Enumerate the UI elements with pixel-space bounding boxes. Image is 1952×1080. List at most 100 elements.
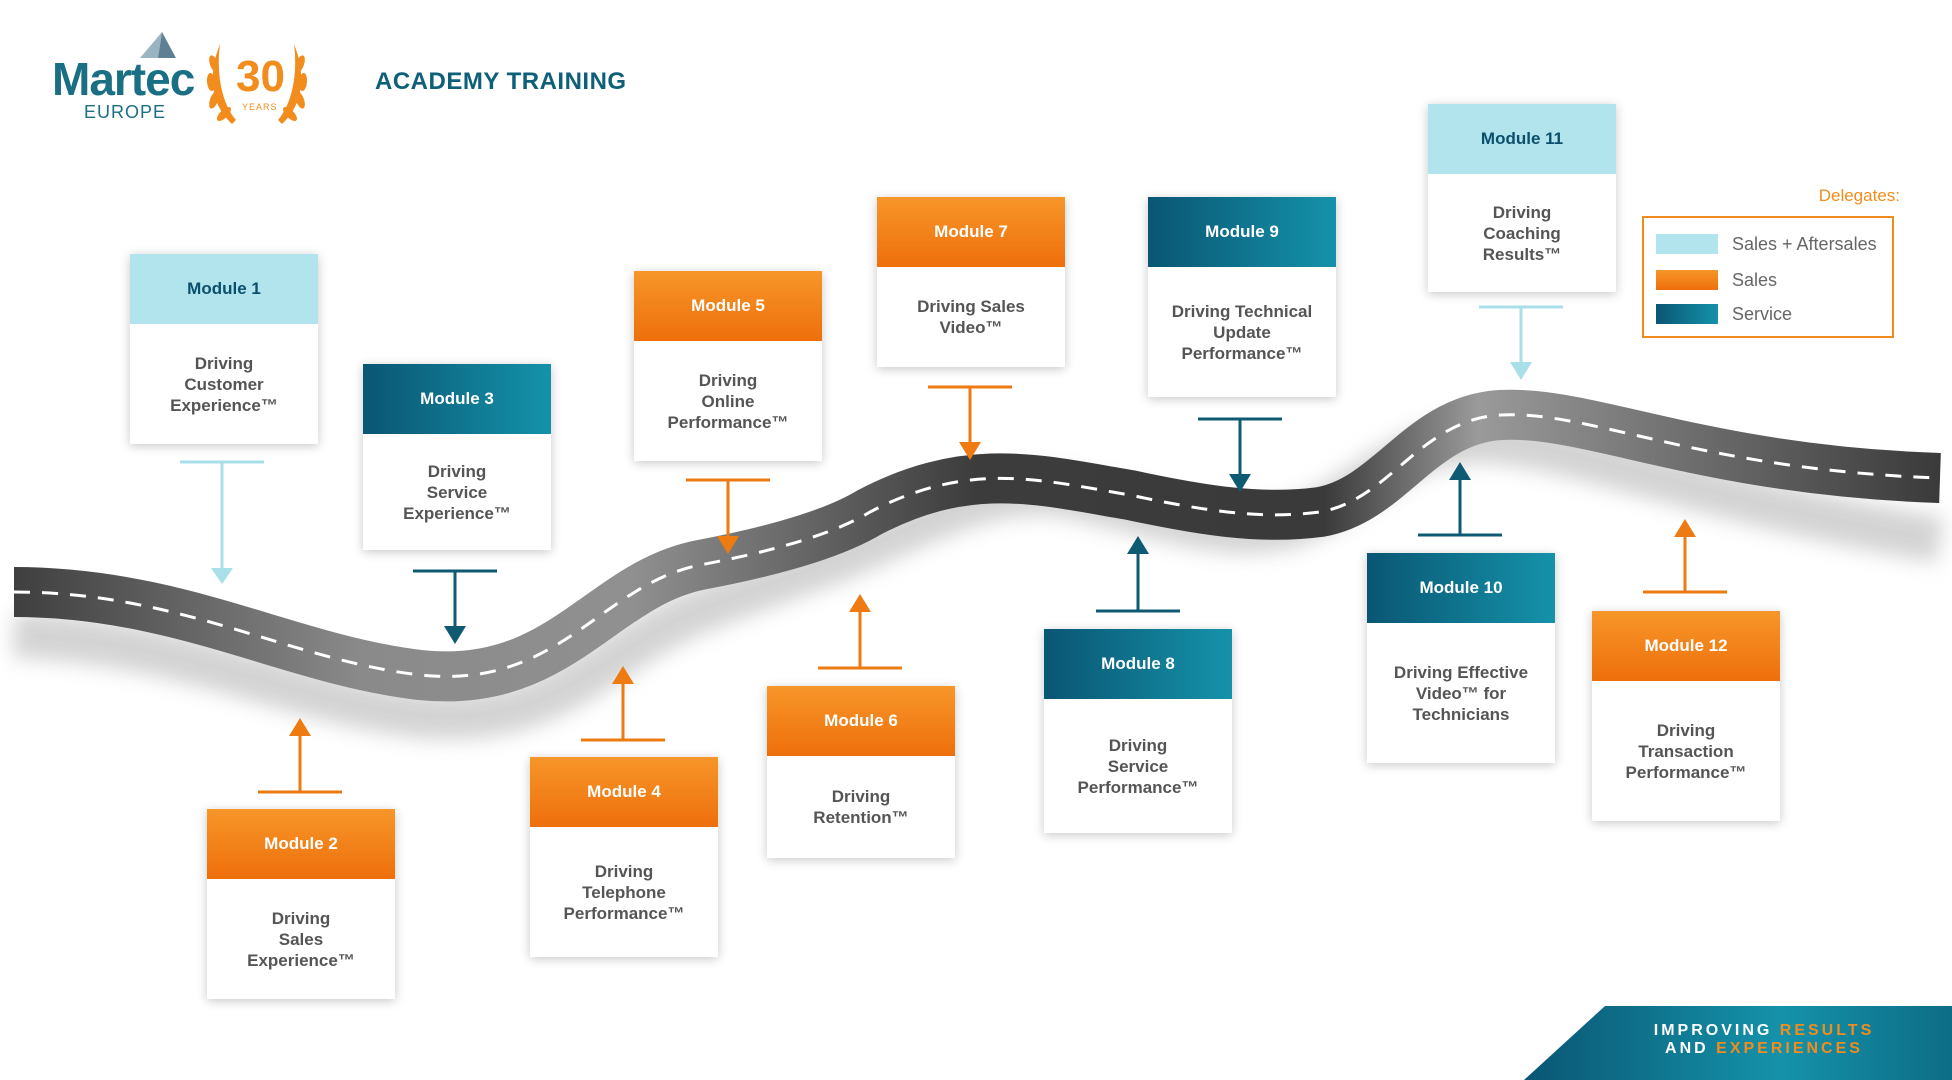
module-11-line-3: Results™ [1482, 244, 1562, 264]
module-2-line-3: Experience™ [247, 950, 355, 970]
module-12-line-3: Performance™ [1625, 762, 1747, 782]
module-3-line-3: Experience™ [403, 503, 511, 523]
module-5-line-1: Driving [698, 370, 758, 390]
module-7-line-2: Video™ [939, 318, 1003, 337]
module-9-line-1: Driving Technical [1171, 301, 1313, 321]
module-2-header: Module 2 [207, 809, 395, 879]
module-7-line-1: Driving Sales [917, 297, 1025, 316]
module-2-line-2: Sales [278, 929, 324, 949]
module-9-line-2: Update [1213, 322, 1271, 342]
anniversary-number: 30 [236, 52, 285, 101]
arrow-module-7 [928, 385, 1012, 460]
page-title: ACADEMY TRAINING [375, 68, 627, 95]
module-5-line-3: Performance™ [667, 412, 789, 432]
module-3-line-1: Driving [427, 461, 487, 481]
arrow-module-3 [413, 569, 497, 644]
laurel-wreath-icon [206, 44, 308, 124]
connector-arrows [180, 305, 1727, 794]
module-6-line-2: Retention™ [813, 808, 909, 827]
module-3-header: Module 3 [363, 364, 551, 434]
module-11-header: Module 11 [1428, 104, 1616, 174]
martec-triangle-icon [140, 32, 176, 58]
company-logo: Martec EUROPE 30 YEARS [52, 30, 322, 130]
legend-box: Sales + Aftersales Sales Service [1642, 216, 1894, 338]
brand-region: EUROPE [84, 102, 167, 122]
module-1-line-1: Driving [194, 353, 254, 373]
slogan-part-2: AND [1665, 1040, 1717, 1057]
module-4-line-1: Driving [594, 861, 654, 881]
module-12-line-1: Driving [1656, 720, 1716, 740]
slogan-highlight-1: RESULTS [1779, 1022, 1875, 1039]
legend-swatch-sales [1656, 270, 1718, 290]
legend-swatch-sales-aftersales [1656, 234, 1718, 254]
module-9-line-3: Performance™ [1181, 343, 1303, 363]
module-4-line-2: Telephone [582, 882, 666, 902]
arrow-module-6 [818, 594, 902, 670]
module-7-header: Module 7 [877, 197, 1065, 267]
slogan-part-1: IMPROVING [1653, 1022, 1780, 1039]
module-10-header: Module 10 [1367, 553, 1555, 623]
legend-label-sales-aftersales: Sales + Aftersales [1732, 233, 1877, 254]
module-11-line-2: Coaching [1483, 223, 1561, 243]
road-center-line [13, 413, 1941, 678]
legend-item-sales-aftersales: Sales + Aftersales [1656, 233, 1877, 255]
module-8-line-1: Driving [1108, 735, 1168, 755]
module-8-line-2: Service [1107, 756, 1169, 776]
footer-banner-shape [1524, 1006, 1952, 1080]
arrow-module-2 [258, 718, 342, 794]
legend-label-service: Service [1732, 303, 1793, 324]
module-12-line-2: Transaction [1638, 741, 1734, 761]
module-11-line-1: Driving [1492, 202, 1552, 222]
module-2-line-1: Driving [271, 908, 331, 928]
module-8-header: Module 8 [1044, 629, 1232, 699]
module-10-line-2: Video™ for [1415, 683, 1507, 703]
module-10-line-3: Technicians [1412, 704, 1510, 724]
module-6-line-1: Driving [831, 787, 891, 806]
arrow-module-12 [1643, 519, 1727, 594]
module-12-header: Module 12 [1592, 611, 1780, 681]
arrow-module-5 [686, 478, 770, 554]
arrow-module-10 [1418, 462, 1502, 537]
arrow-module-8 [1096, 536, 1180, 613]
module-1-header: Module 1 [130, 254, 318, 324]
arrow-module-1 [180, 460, 264, 584]
legend-label-sales: Sales [1732, 269, 1778, 290]
arrow-module-9 [1198, 417, 1282, 492]
module-10-line-1: Driving Effective [1393, 662, 1529, 682]
module-8-line-3: Performance™ [1077, 777, 1199, 797]
module-6-header: Module 6 [767, 686, 955, 756]
module-5-header: Module 5 [634, 271, 822, 341]
legend-swatch-service [1656, 304, 1718, 324]
arrow-module-11 [1479, 305, 1563, 380]
module-4-line-3: Performance™ [563, 903, 685, 923]
arrow-module-4 [581, 666, 665, 742]
module-5-line-2: Online [701, 391, 755, 411]
legend-item-sales: Sales [1656, 269, 1777, 291]
anniversary-label: YEARS [242, 102, 278, 112]
footer-slogan: IMPROVING RESULTS AND EXPERIENCES [1614, 1022, 1914, 1058]
module-4-header: Module 4 [530, 757, 718, 827]
